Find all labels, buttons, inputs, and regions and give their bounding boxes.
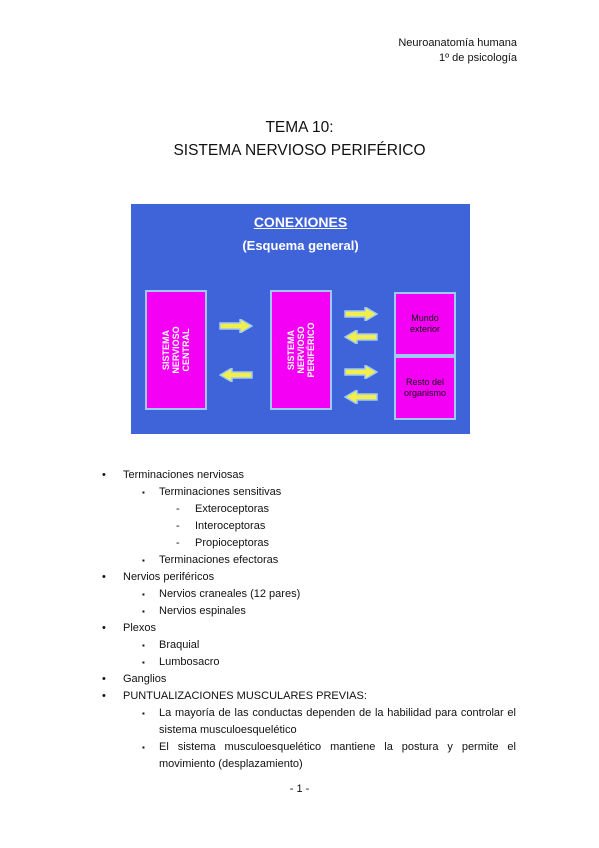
header-year: 1º de psicología (438, 52, 517, 64)
list-item: ▪ Terminaciones efectoras (102, 552, 516, 569)
bullet-marker: ▪ (142, 556, 145, 565)
resto-organismo-box: Resto del organismo (394, 356, 456, 420)
bullet-marker: ▪ (142, 590, 145, 599)
bullet-marker: ▪ (142, 743, 145, 752)
title-topic-number: TEMA 10: (265, 119, 334, 136)
bullet-marker: • (102, 571, 106, 583)
list-item-text: Exteroceptoras (195, 503, 269, 515)
list-item-continuation: movimiento (desplazamiento) (102, 756, 516, 773)
list-item-text: Plexos (123, 622, 157, 634)
list-item: ▪ Terminaciones sensitivas (102, 484, 516, 501)
list-item-text: Braquial (159, 639, 200, 651)
snc-box: SISTEMA NERVIOSO CENTRAL (145, 290, 207, 410)
list-item: ▪ Lumbosacro (102, 654, 516, 671)
arrow-left-icon (344, 330, 378, 344)
title-topic-name: SISTEMA NERVIOSO PERIFÉRICO (173, 142, 426, 159)
snc-label: SISTEMA NERVIOSO CENTRAL (161, 326, 191, 374)
list-item-text: Propioceptoras (195, 537, 269, 549)
list-item-text: El sistema musculoesquelético mantiene l… (159, 741, 516, 753)
header-course: Neuroanatomía humana (398, 37, 517, 49)
arrow-right-icon (344, 307, 378, 321)
list-item: - Interoceptoras (102, 518, 516, 535)
bullet-marker: ▪ (142, 709, 145, 718)
list-item: • PUNTUALIZACIONES MUSCULARES PREVIAS: (102, 688, 516, 705)
list-item-text: sistema musculoesquelético (159, 724, 297, 736)
snp-box: SISTEMA NERVIOSO PERIFÉRICO (270, 290, 332, 410)
diagram-title: CONEXIONES (253, 214, 348, 230)
list-item: ▪ El sistema musculoesquelético mantiene… (102, 739, 516, 756)
list-item-text: Nervios espinales (159, 605, 246, 617)
bullet-marker: • (102, 673, 106, 685)
list-item: • Plexos (102, 620, 516, 637)
bullet-marker: ▪ (142, 641, 145, 650)
list-item-text: Terminaciones efectoras (159, 554, 279, 566)
list-item-text: Nervios periféricos (123, 571, 215, 583)
bullet-marker: ▪ (142, 658, 145, 667)
arrow-right-icon (219, 319, 253, 333)
bullet-marker: ▪ (142, 607, 145, 616)
list-item-text: PUNTUALIZACIONES MUSCULARES PREVIAS: (123, 690, 367, 702)
dash-marker: - (176, 520, 180, 532)
list-item-text: Interoceptoras (195, 520, 266, 532)
list-item-continuation: sistema musculoesquelético (102, 722, 516, 739)
list-item-text: Lumbosacro (159, 656, 220, 668)
diagram-subtitle: (Esquema general) (242, 238, 359, 253)
mundo-exterior-box: Mundo exterior (394, 292, 456, 356)
list-item-text: Terminaciones sensitivas (159, 486, 282, 498)
document-header: Neuroanatomía humana 1º de psicología (398, 36, 517, 66)
page-number: - 1 - (289, 783, 310, 795)
resto-organismo-label: Resto del organismo (403, 377, 447, 398)
bullet-marker: ▪ (142, 488, 145, 497)
list-item-text: Ganglios (123, 673, 167, 685)
snp-label: SISTEMA NERVIOSO PERIFÉRICO (286, 322, 316, 378)
list-item: • Terminaciones nerviosas (102, 467, 516, 484)
dash-marker: - (176, 503, 180, 515)
dash-marker: - (176, 537, 180, 549)
list-item-text: Terminaciones nerviosas (123, 469, 245, 481)
document-title: TEMA 10: SISTEMA NERVIOSO PERIFÉRICO (0, 116, 599, 162)
arrow-right-icon (344, 365, 378, 379)
list-item: - Propioceptoras (102, 535, 516, 552)
list-item: • Ganglios (102, 671, 516, 688)
list-item-text: movimiento (desplazamiento) (159, 758, 303, 770)
bullet-marker: • (102, 469, 106, 481)
connections-diagram: CONEXIONES (Esquema general) SISTEMA NER… (131, 204, 470, 434)
bullet-marker: • (102, 622, 106, 634)
list-item: ▪ La mayoría de las conductas dependen d… (102, 705, 516, 722)
list-item: • Nervios periféricos (102, 569, 516, 586)
mundo-exterior-label: Mundo exterior (409, 313, 440, 334)
arrow-left-icon (219, 368, 253, 382)
list-item-text: La mayoría de las conductas dependen de … (159, 707, 516, 719)
bullet-marker: • (102, 690, 106, 702)
arrow-left-icon (344, 390, 378, 404)
list-item: ▪ Nervios craneales (12 pares) (102, 586, 516, 603)
list-item-text: Nervios craneales (12 pares) (159, 588, 301, 600)
list-item: ▪ Braquial (102, 637, 516, 654)
list-item: - Exteroceptoras (102, 501, 516, 518)
list-item: ▪ Nervios espinales (102, 603, 516, 620)
